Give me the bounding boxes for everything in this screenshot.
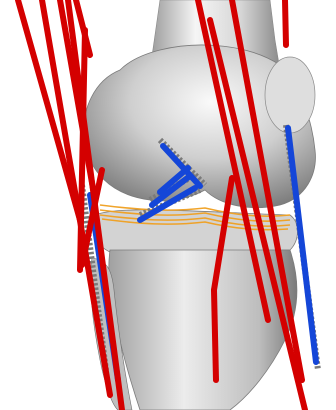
ligament-11 [285,0,286,45]
ligament-13 [214,290,216,380]
patella [265,57,315,133]
tibia [109,250,297,410]
